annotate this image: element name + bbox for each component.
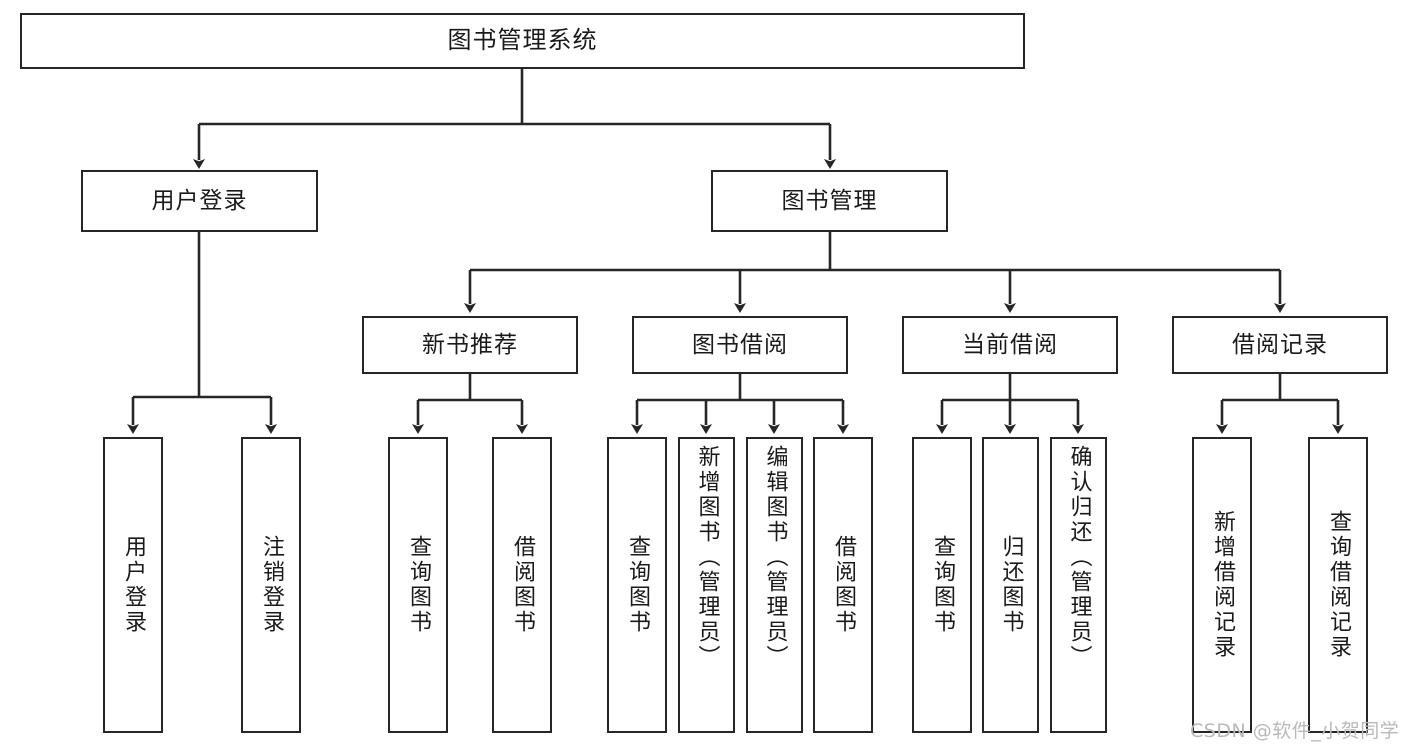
node-leaf-user-logout[interactable]: 注销登录 [241, 437, 301, 733]
node-book-manage[interactable]: 图书管理 [711, 170, 948, 232]
node-book-borrow[interactable]: 图书借阅 [632, 316, 848, 374]
node-leaf-add-book[interactable]: 新增图书（管理员） [678, 437, 735, 733]
leaf-label: 编辑图书（管理员） [762, 445, 788, 670]
watermark-label: CSDN @软件_小贺同学 [1190, 720, 1400, 742]
leaf-label: 查询借阅记录 [1326, 510, 1351, 660]
node-leaf-add-record[interactable]: 新增借阅记录 [1192, 437, 1252, 733]
leaf-label: 查询图书 [625, 535, 650, 635]
leaf-label: 新增借阅记录 [1210, 510, 1235, 660]
leaf-label: 注销登录 [259, 535, 284, 635]
node-root[interactable]: 图书管理系统 [20, 13, 1025, 69]
node-leaf-return-book[interactable]: 归还图书 [982, 437, 1039, 733]
node-current-borrow[interactable]: 当前借阅 [902, 316, 1118, 374]
node-leaf-query-record[interactable]: 查询借阅记录 [1308, 437, 1368, 733]
node-leaf-user-login[interactable]: 用户登录 [103, 437, 163, 733]
node-borrow-record[interactable]: 借阅记录 [1172, 316, 1388, 374]
leaf-label: 用户登录 [121, 535, 146, 635]
node-leaf-query-book-cur[interactable]: 查询图书 [912, 437, 972, 733]
node-user-login[interactable]: 用户登录 [81, 170, 318, 232]
leaf-label: 查询图书 [406, 535, 431, 635]
node-leaf-borrow-book-rec[interactable]: 借阅图书 [492, 437, 552, 733]
node-leaf-edit-book[interactable]: 编辑图书（管理员） [746, 437, 803, 733]
node-new-book-rec[interactable]: 新书推荐 [362, 316, 578, 374]
leaf-label: 借阅图书 [831, 535, 856, 635]
leaf-label: 归还图书 [998, 535, 1024, 635]
node-leaf-borrow-book[interactable]: 借阅图书 [813, 437, 873, 733]
leaf-label: 新增图书（管理员） [694, 445, 720, 670]
leaf-label: 查询图书 [930, 535, 955, 635]
leaf-label: 确认归还（管理员） [1066, 445, 1092, 670]
leaf-label: 借阅图书 [510, 535, 535, 635]
node-leaf-query-book-borrow[interactable]: 查询图书 [607, 437, 667, 733]
node-leaf-confirm-return[interactable]: 确认归还（管理员） [1050, 437, 1107, 733]
node-leaf-query-book-rec[interactable]: 查询图书 [388, 437, 448, 733]
